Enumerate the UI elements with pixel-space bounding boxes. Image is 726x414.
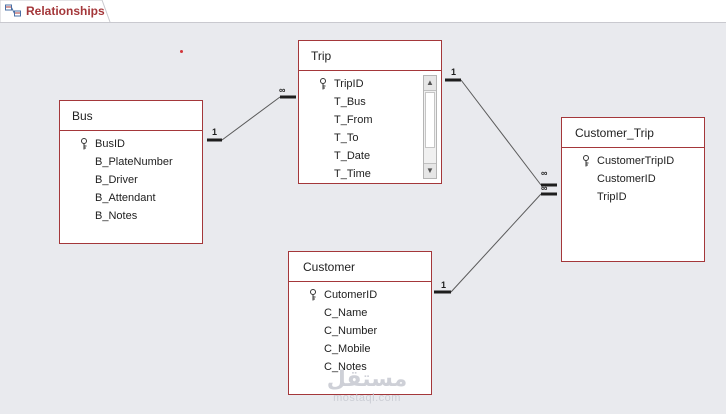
field-row[interactable]: CustomerTripID	[562, 152, 704, 170]
cardinality-many: ∞	[279, 85, 286, 95]
document-tab-bar: Relationships	[0, 0, 726, 23]
field-name: CustomerTripID	[597, 155, 675, 167]
field-list[interactable]: BusID B_PlateNumber B_Driver B_Attendant…	[60, 135, 202, 225]
tab-relationships[interactable]: Relationships	[0, 0, 112, 23]
scroll-up-arrow-icon[interactable]: ▲	[424, 76, 436, 91]
tab-label: Relationships	[26, 4, 105, 18]
cardinality-one: 1	[212, 127, 217, 137]
primary-key-icon	[310, 289, 316, 301]
relationship-trip-customer-trip[interactable]: 1 ∞	[445, 67, 557, 187]
field-row[interactable]: BusID	[60, 135, 202, 153]
field-list[interactable]: TripID T_Bus T_From T_To T_Date T_Time	[299, 75, 441, 183]
table-title[interactable]: Trip	[311, 49, 332, 63]
field-name: B_Notes	[95, 210, 138, 222]
table-title[interactable]: Customer_Trip	[575, 126, 654, 140]
field-name: T_Date	[334, 150, 371, 162]
field-row[interactable]: C_Mobile	[289, 340, 431, 358]
field-row[interactable]: B_Notes	[60, 207, 202, 225]
field-name: C_Mobile	[324, 343, 371, 355]
field-row[interactable]: C_Number	[289, 322, 431, 340]
field-row[interactable]: T_From	[299, 111, 441, 129]
field-name: BusID	[95, 138, 125, 150]
scroll-down-arrow-icon[interactable]: ▼	[424, 163, 436, 178]
title-divider	[562, 147, 704, 148]
table-title[interactable]: Customer	[303, 260, 356, 274]
watermark-latin: mostaql.com	[333, 392, 401, 404]
field-row[interactable]: B_Attendant	[60, 189, 202, 207]
relationships-icon	[5, 4, 21, 17]
field-row[interactable]: T_Date	[299, 147, 441, 165]
relationship-customer-customer-trip[interactable]: 1 ∞	[434, 183, 557, 294]
field-row[interactable]: TripID	[562, 188, 704, 206]
field-row[interactable]: CustomerID	[562, 170, 704, 188]
field-row[interactable]: TripID	[299, 75, 441, 93]
field-name: T_To	[334, 132, 359, 144]
table-customer-trip[interactable]: Customer_Trip CustomerTripID CustomerID …	[561, 117, 705, 262]
field-list-scrollbar[interactable]: ▲ ▼	[423, 75, 437, 179]
cardinality-many: ∞	[541, 168, 548, 178]
relationship-bus-trip[interactable]: 1 ∞	[207, 85, 296, 142]
field-row[interactable]: T_To	[299, 129, 441, 147]
title-divider	[60, 130, 202, 131]
field-row[interactable]: B_Driver	[60, 171, 202, 189]
primary-key-icon	[583, 155, 589, 167]
field-name: CutomerID	[324, 289, 378, 301]
relationship-lines: 1 ∞ 1 ∞ 1 ∞	[207, 67, 557, 294]
title-divider	[299, 70, 441, 71]
field-name: T_Bus	[334, 96, 366, 108]
table-trip[interactable]: Trip TripID T_Bus T_From T_To T_Date T_T…	[298, 40, 442, 184]
field-list[interactable]: CutomerID C_Name C_Number C_Mobile C_Not…	[289, 286, 431, 376]
primary-key-icon	[320, 78, 326, 90]
stray-dot	[180, 50, 183, 53]
field-name: TripID	[597, 191, 627, 203]
field-row[interactable]: C_Name	[289, 304, 431, 322]
field-row[interactable]: C_Notes	[289, 358, 431, 376]
tab-shape	[0, 0, 111, 23]
field-row[interactable]: T_Time	[299, 165, 441, 183]
field-name: C_Notes	[324, 361, 367, 373]
field-name: B_PlateNumber	[95, 156, 173, 168]
table-customer[interactable]: Customer CutomerID C_Name C_Number C_Mob…	[288, 251, 432, 395]
field-list[interactable]: CustomerTripID CustomerID TripID	[562, 152, 704, 206]
cardinality-many: ∞	[541, 183, 548, 193]
field-row[interactable]: T_Bus	[299, 93, 441, 111]
cardinality-one: 1	[441, 280, 446, 290]
field-name: T_Time	[334, 168, 371, 180]
title-divider	[289, 281, 431, 282]
field-name: B_Driver	[95, 174, 138, 186]
field-row[interactable]: B_PlateNumber	[60, 153, 202, 171]
relationships-canvas[interactable]: 1 ∞ 1 ∞ 1 ∞ Bus BusID B_Plat	[0, 23, 726, 414]
primary-key-icon	[81, 138, 87, 150]
field-name: C_Name	[324, 307, 368, 319]
field-row[interactable]: CutomerID	[289, 286, 431, 304]
watermark-arabic: مستقل	[326, 367, 408, 392]
field-name: B_Attendant	[95, 192, 156, 204]
field-name: CustomerID	[597, 173, 656, 185]
table-bus[interactable]: Bus BusID B_PlateNumber B_Driver B_Atten…	[59, 100, 203, 244]
cardinality-one: 1	[451, 67, 456, 77]
scroll-thumb[interactable]	[425, 92, 435, 148]
field-name: C_Number	[324, 325, 378, 337]
watermark: مستقل mostaql.com	[312, 367, 422, 405]
field-name: T_From	[334, 114, 373, 126]
table-title[interactable]: Bus	[72, 109, 93, 123]
field-name: TripID	[334, 78, 364, 90]
